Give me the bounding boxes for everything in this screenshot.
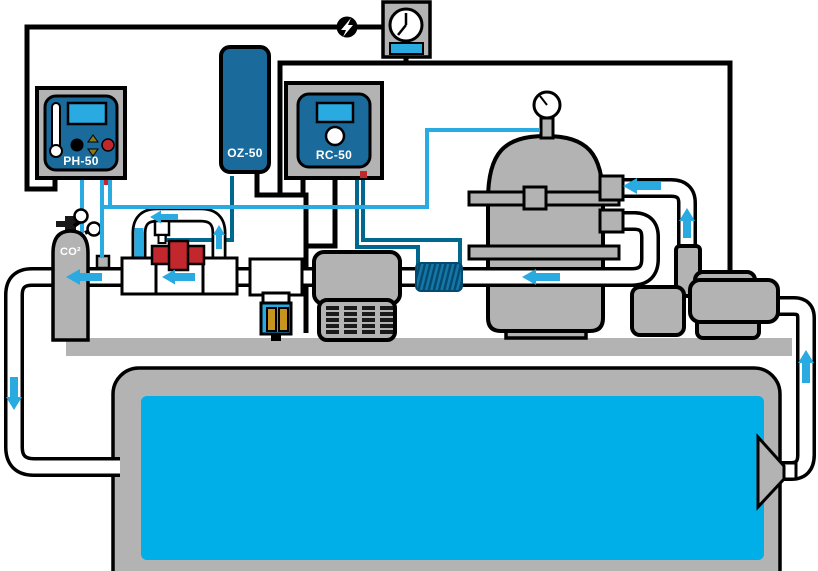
ozone-generator [219,45,271,174]
heater [312,250,402,342]
sensor-tee [248,257,304,297]
circulation-pump [630,244,780,340]
arrow-up-pump [679,208,695,238]
filter-vessel [486,133,605,333]
pool-skimmer [756,433,798,511]
electrode-right [278,307,289,332]
dosing-tubes [100,128,540,258]
sand-filter [467,133,621,340]
bypass-assembly [120,207,239,296]
arrow-up-suction [798,350,814,383]
ph-level-indicator [51,102,61,152]
probe-nub [157,234,167,244]
flow-arrows [6,178,814,410]
arrow-left-filter-inlet [623,178,661,194]
rc-red-stub [360,171,367,178]
sensor-drain [271,334,281,341]
swimming-pool [111,366,782,571]
tube-rc50-to-coil-left [355,177,420,266]
timer-display [389,42,424,55]
electrode-left [266,307,277,332]
tube-ph50-to-gauge [102,128,540,209]
regulator-gauge-1 [73,208,89,224]
arrow-up-bypass [213,225,225,249]
ph-button-red [101,138,115,152]
redox-controller [284,81,384,180]
wire-oz50-heater [254,172,309,333]
filter-inlet-port [598,174,625,202]
lightning-bolt-icon [341,18,353,37]
wire-ph50-to-timer [24,24,383,192]
flow-indicator [134,228,144,258]
power-supply-icon [336,16,358,38]
power-wiring [24,24,733,333]
sensor-flow-cell [248,257,304,341]
timer-clock [381,0,432,59]
rc-button [324,125,346,147]
up-arrow-icon [87,134,99,143]
bypass-valve-stem [167,239,190,272]
filter-outlet-port [598,208,625,234]
ph-controller [35,86,127,180]
down-arrow-icon [87,148,99,157]
wire-rc50-stub-b [305,173,338,249]
co2-cylinder [51,208,102,342]
rc-display [315,101,355,124]
pool-water [141,396,764,560]
clock-hands [397,13,408,36]
filter-band-bottom [467,244,621,261]
probe-fitting [153,219,171,237]
arrow-down-return [6,377,22,410]
filter-band-buckle [522,185,548,211]
ozone-mixer-coil [415,262,463,292]
co2-bottle [51,229,90,342]
arrow-left-main [66,269,102,285]
pump-motor [688,278,780,324]
pump-strainer [630,285,686,337]
ph-display [66,101,108,126]
ph-button-black [70,138,84,152]
wire-bus-to-pump [277,60,733,280]
heater-vents [326,306,393,334]
arrow-left-bypass [150,210,178,224]
ph50-red-stub [104,178,108,185]
pipe-pump-to-filter [613,181,694,250]
regulator-gauge-2 [86,221,102,237]
tee-right [199,256,239,296]
filter-pressure-gauge [532,90,562,140]
ground [66,338,792,356]
arrow-left-filter-front [522,269,560,285]
arrow-left-valve [162,269,195,285]
